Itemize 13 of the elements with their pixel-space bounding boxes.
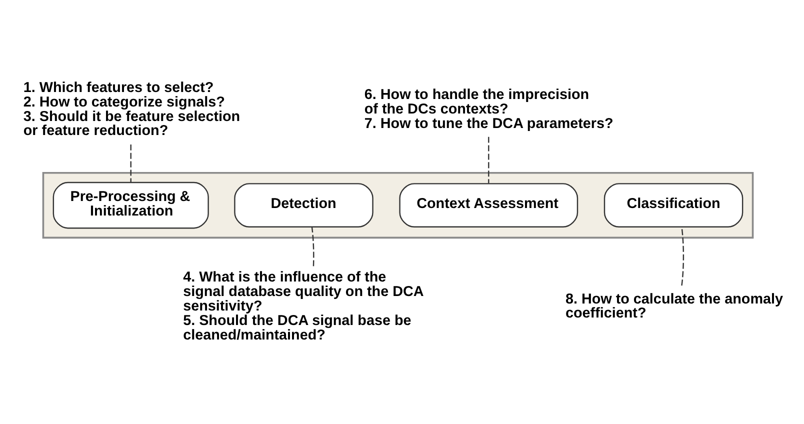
connector [130, 144, 131, 182]
node-box: Classification [603, 182, 743, 227]
node-box: Detection [234, 182, 373, 227]
connector [488, 136, 489, 183]
node-text: 1. Which features to select? 2. How to categorize signals? 3. Should it be feature selection or feature reduction? [22, 79, 240, 139]
node-text: 6. How to handle the imprecision of the DCs contexts? 7. How to tune the DCA parameters? [364, 86, 613, 132]
node-text: 4. What is the influence of the signal database quality on the DCA sensitivity? 5. Should the DCA signal base be cleaned/maintained? [182, 269, 424, 343]
connector [680, 226, 684, 286]
cluster [42, 171, 754, 238]
node-box: Pre-Processing & Initialization [52, 181, 208, 228]
node-box: Context Assessment [398, 182, 578, 227]
connector [310, 226, 314, 266]
node-text: 8. How to calculate the anomaly coefficient? [564, 290, 783, 322]
